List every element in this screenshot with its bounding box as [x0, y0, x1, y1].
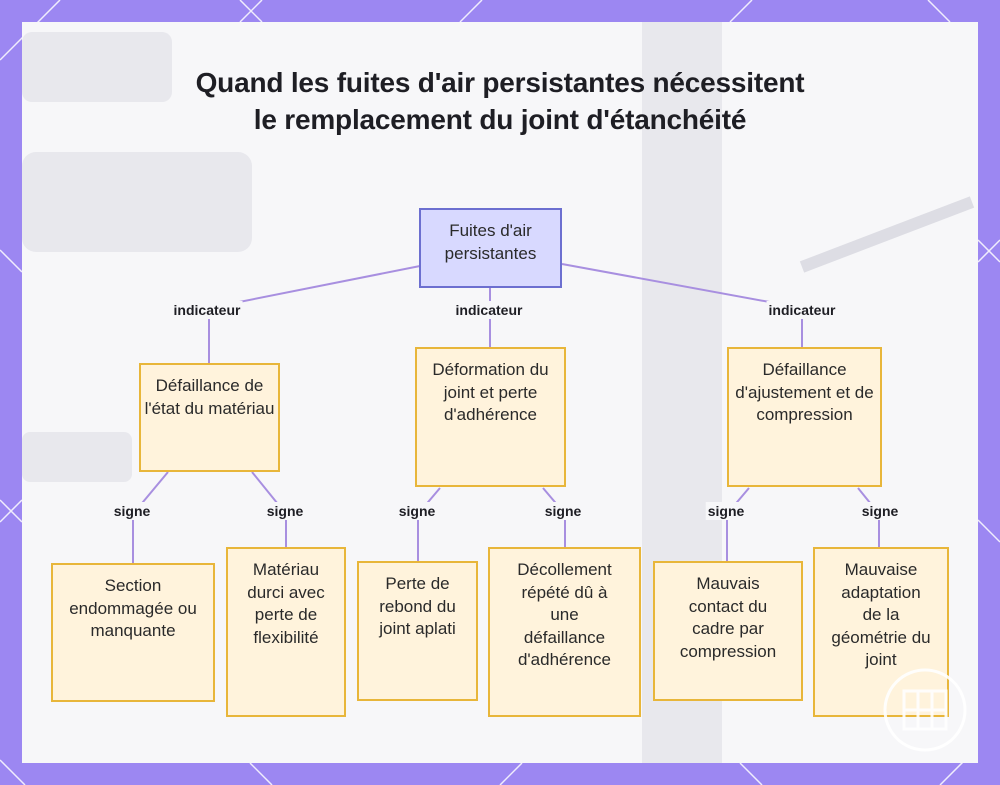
category-node-1: Défaillance de l'état du matériau: [139, 363, 280, 472]
edge-label-sign-2: signe: [265, 502, 306, 520]
diagram-panel: Quand les fuites d'air persistantes néce…: [22, 22, 978, 763]
sign-node-3: Perte de rebond du joint aplati: [357, 561, 478, 701]
edge-label-sign-4: signe: [543, 502, 584, 520]
category-node-2: Déformation du joint et perte d'adhérenc…: [415, 347, 566, 487]
edge-label-sign-1: signe: [112, 502, 153, 520]
edge-label-indicator-2: indicateur: [454, 301, 525, 319]
edge-label-sign-6: signe: [860, 502, 901, 520]
sign-node-2: Matériau durci avec perte de flexibilité: [226, 547, 346, 717]
sign-node-1: Section endommagée ou manquante: [51, 563, 215, 702]
sign-node-5: Mauvais contact du cadre par compression: [653, 561, 803, 701]
edge-label-sign-3: signe: [397, 502, 438, 520]
edge-label-sign-5: signe: [706, 502, 747, 520]
sign-node-4: Décollement répété dû à une défaillance …: [488, 547, 641, 717]
edge-label-indicator-1: indicateur: [172, 301, 243, 319]
edge-label-indicator-3: indicateur: [767, 301, 838, 319]
edge-cat3-sign1: [727, 488, 749, 562]
category-node-3: Défaillance d'ajustement et de compressi…: [727, 347, 882, 487]
brand-logo-icon: [882, 667, 968, 753]
root-node: Fuites d'air persistantes: [419, 208, 562, 288]
edge-cat2-sign1: [418, 488, 440, 562]
